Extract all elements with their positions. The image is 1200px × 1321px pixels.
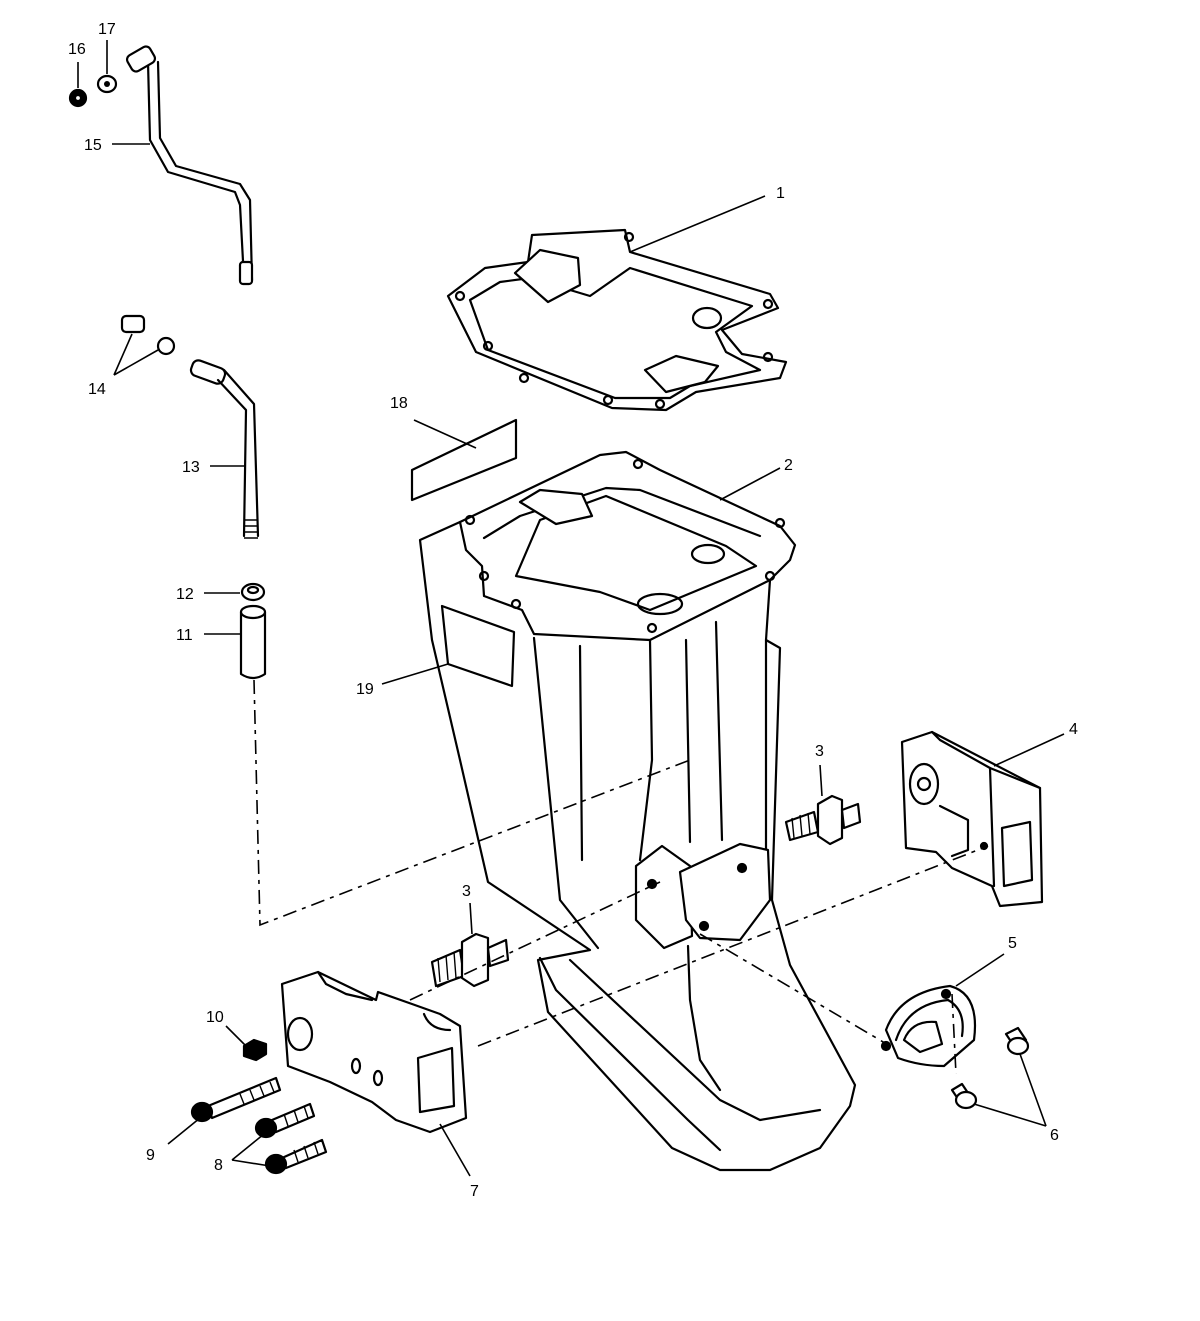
callout-9: 9 bbox=[146, 1147, 155, 1164]
callout-3-lower: 3 bbox=[462, 883, 471, 900]
part-8-bolts bbox=[254, 1102, 328, 1175]
callout-2: 2 bbox=[784, 457, 793, 474]
callout-14: 14 bbox=[88, 381, 106, 398]
part-13-shift-rod bbox=[189, 359, 260, 539]
part-12-grommet bbox=[240, 582, 266, 602]
callout-7: 7 bbox=[470, 1183, 479, 1200]
part-15-shift-rod bbox=[125, 45, 254, 286]
callout-5: 5 bbox=[1008, 935, 1017, 952]
part-10-nut bbox=[242, 1038, 268, 1062]
part-5-cover-plate bbox=[880, 984, 976, 1068]
callout-4: 4 bbox=[1069, 721, 1078, 738]
part-16-nut bbox=[68, 88, 88, 108]
callout-10: 10 bbox=[206, 1009, 224, 1026]
alignment-lines bbox=[253, 679, 989, 1075]
callout-17: 17 bbox=[98, 21, 116, 38]
leader-lines bbox=[77, 40, 1065, 1177]
part-17-washer bbox=[96, 74, 118, 94]
part-3-lower-mount bbox=[430, 932, 510, 988]
part-3-upper-mount bbox=[784, 794, 862, 846]
part-4-mount-bracket bbox=[900, 730, 1044, 908]
part-18-decal bbox=[410, 418, 518, 502]
callout-1: 1 bbox=[776, 185, 785, 202]
callout-15: 15 bbox=[84, 137, 102, 154]
callout-16: 16 bbox=[68, 41, 86, 58]
part-2-driveshaft-housing bbox=[418, 450, 857, 1172]
part-9-bolt bbox=[190, 1076, 282, 1123]
callout-13: 13 bbox=[182, 459, 200, 476]
callout-6: 6 bbox=[1050, 1127, 1059, 1144]
part-7-lower-mount-bracket bbox=[280, 970, 468, 1134]
part-19-decal bbox=[440, 604, 516, 688]
callout-labels: 16 17 15 1 18 2 14 13 12 11 19 3 4 3 5 1… bbox=[68, 21, 1078, 1200]
callout-19: 19 bbox=[356, 681, 374, 698]
part-11-bushing bbox=[239, 604, 267, 680]
callout-12: 12 bbox=[176, 586, 194, 603]
part-6-screws bbox=[950, 1026, 1030, 1110]
callout-11: 11 bbox=[176, 627, 193, 644]
callout-3-upper: 3 bbox=[815, 743, 824, 760]
part-1-gasket bbox=[446, 228, 788, 412]
callout-8: 8 bbox=[214, 1157, 223, 1174]
part-14-fastener bbox=[120, 314, 176, 356]
callout-18: 18 bbox=[390, 395, 408, 412]
